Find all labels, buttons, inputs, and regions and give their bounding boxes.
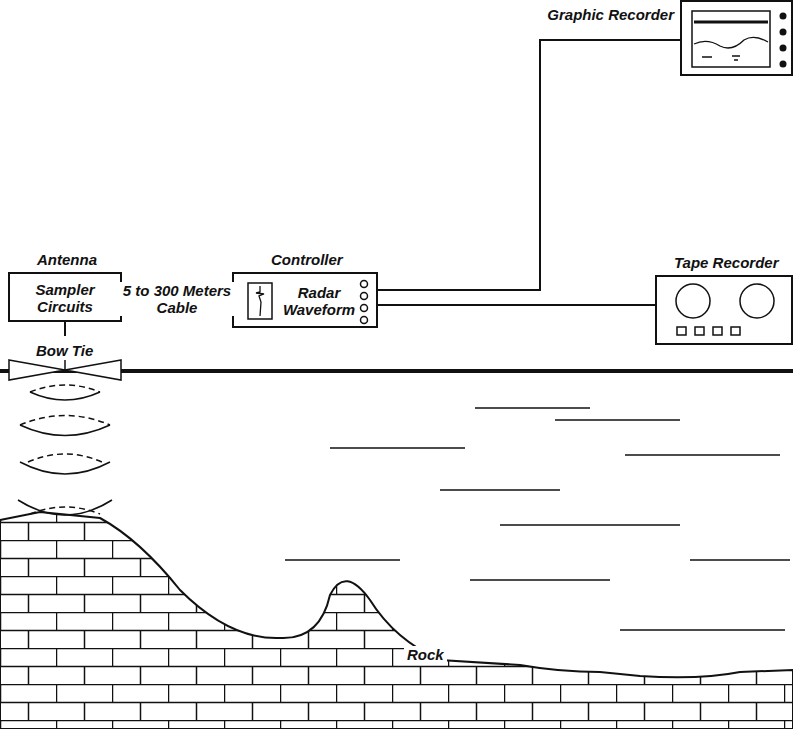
- cable-length-label: 5 to 300 Meters Cable: [119, 282, 235, 316]
- rock-layer: [0, 512, 793, 729]
- water-lines: [285, 408, 790, 630]
- graphic-recorder: Graphic Recorder: [680, 0, 793, 76]
- node-heading: Graphic Recorder: [547, 6, 674, 23]
- antenna-box: AntennaSampler Circuits: [8, 272, 122, 322]
- cable-line: [378, 305, 655, 306]
- controller-box: ControllerRadar Waveform: [232, 272, 378, 328]
- radar-waves: [18, 385, 112, 515]
- recorder-screen: [682, 2, 793, 78]
- tape-reels: [657, 277, 793, 347]
- node-text: Sampler Circuits: [14, 281, 116, 315]
- tape-recorder: Tape Recorder: [655, 275, 793, 345]
- node-text: Bow Tie: [33, 342, 96, 359]
- bowtie-antenna: Bow Tie: [8, 336, 122, 382]
- node-heading: Tape Recorder: [674, 254, 778, 271]
- node-text: Radar Waveform: [282, 284, 356, 318]
- cable-line: [65, 322, 66, 336]
- rock-label: Rock: [404, 646, 447, 663]
- node-heading: Controller: [271, 251, 343, 268]
- node-heading: Antenna: [37, 251, 97, 268]
- cable-line: [378, 40, 680, 290]
